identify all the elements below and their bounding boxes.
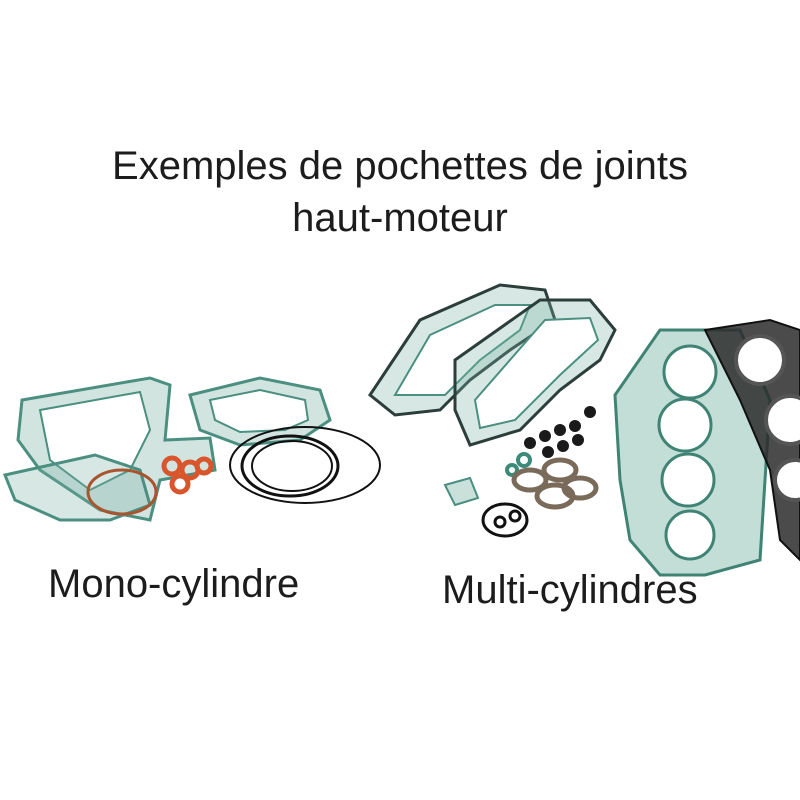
bronze-rings [511,457,599,510]
orange-washers [161,455,214,495]
title-line-2: haut-moteur [292,196,508,240]
label-multi-cylindres: Multi-cylindres [442,568,698,612]
green-head-gasket [613,328,772,577]
copper-ring [86,468,158,516]
mono-cylinder-gasket [2,453,152,522]
green-head-bores [657,344,718,561]
o-rings [229,426,381,504]
title-line-1: Exemples de pochettes de joints [112,144,688,188]
multi-o-rings [481,502,529,538]
mono-cylinder-gasket-set [2,376,381,522]
valve-seals [524,406,596,458]
metal-head-bores [734,334,800,502]
multi-cylinder-gasket-set [367,283,800,577]
tab-gasket [443,476,480,507]
label-mono-cylindre: Mono-cylindre [48,562,300,606]
teal-seals [505,452,532,477]
page-title: Exemples de pochettes de joints haut-mot… [0,140,800,244]
